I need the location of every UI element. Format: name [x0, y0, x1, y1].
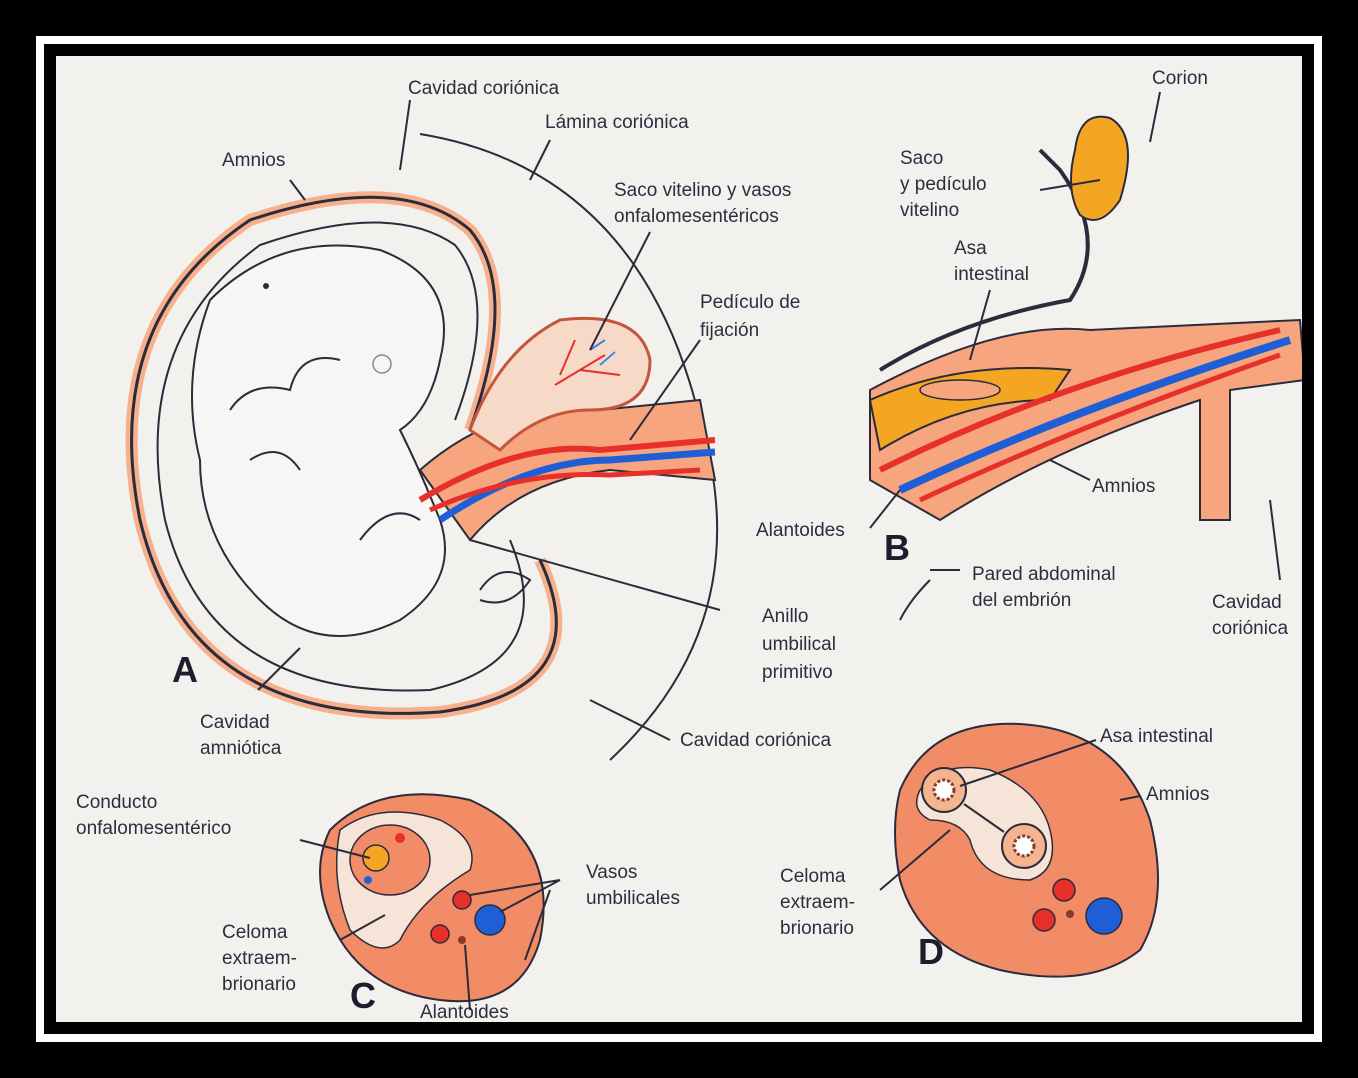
label-amnios-d: Amnios	[1146, 784, 1209, 805]
leader-cavidad-amniotica	[258, 648, 300, 690]
umbilical-cord-diagram: A Cavidad coriónica Lámina coriónica Amn…	[56, 56, 1302, 1022]
label-saco-vitelino-2: onfalomesentéricos	[614, 206, 779, 227]
label-pared-1: Pared abdominal	[972, 564, 1116, 585]
label-celoma-c-1: Celoma	[222, 922, 288, 943]
label-celoma-c-3: brionario	[222, 974, 296, 995]
intestinal-lumen-b	[920, 380, 1000, 400]
yolk-sac-b	[1071, 117, 1128, 220]
vitelline-duct-c	[350, 825, 430, 895]
label-anillo-1: Anillo	[762, 606, 808, 627]
label-amnios-a: Amnios	[222, 150, 285, 171]
leader-corion	[1150, 92, 1160, 142]
label-cavidad-corionica-bottom: Cavidad coriónica	[680, 730, 831, 751]
label-anillo-3: primitivo	[762, 662, 833, 683]
label-cavidad-amniotica-1: Cavidad	[200, 712, 270, 733]
panel-a-letter: A	[172, 649, 198, 690]
umbilical-artery-c1	[453, 891, 471, 909]
label-lamina-corionica: Lámina coriónica	[545, 112, 689, 133]
umbilical-artery-d2	[1033, 909, 1055, 931]
label-saco-b-2: y pedículo	[900, 174, 987, 195]
leader-cavidad-corionica	[400, 100, 410, 170]
label-alantoides-b: Alantoides	[756, 520, 845, 541]
leader-amnios-b	[1050, 460, 1090, 480]
label-amnios-b: Amnios	[1092, 476, 1155, 497]
diagram-canvas: A Cavidad coriónica Lámina coriónica Amn…	[56, 56, 1302, 1022]
label-asa-d: Asa intestinal	[1100, 726, 1213, 747]
label-conducto-2: onfalomesentérico	[76, 818, 231, 839]
label-saco-b-3: vitelino	[900, 200, 959, 221]
label-anillo-2: umbilical	[762, 634, 836, 655]
umbilical-artery-c2	[431, 925, 449, 943]
label-vasos-2: umbilicales	[586, 888, 680, 909]
label-cav-cor-b-2: coriónica	[1212, 618, 1288, 639]
leader-alantoides-b	[870, 490, 900, 528]
leader-cav-cor-b	[1270, 500, 1280, 580]
vitelline-vein-c	[364, 876, 372, 884]
label-cavidad-corionica-top: Cavidad coriónica	[408, 78, 559, 99]
label-saco-b-1: Saco	[900, 148, 943, 169]
intestinal-lumen-d2	[1014, 836, 1034, 856]
label-cav-cor-b-1: Cavidad	[1212, 592, 1282, 613]
label-asa-b-1: Asa	[954, 238, 987, 259]
embryo-eye	[263, 283, 269, 289]
panel-b-letter: B	[884, 527, 910, 568]
allantois-c	[458, 936, 466, 944]
panel-d-letter: D	[918, 931, 944, 972]
umbilical-vein-c	[475, 905, 505, 935]
vitelline-artery-c	[395, 833, 405, 843]
label-cavidad-amniotica-2: amniótica	[200, 738, 282, 759]
intestinal-lumen-d1	[934, 780, 954, 800]
panel-c-letter: C	[350, 975, 376, 1016]
label-vasos-1: Vasos	[586, 862, 637, 883]
label-celoma-d-3: brionario	[780, 918, 854, 939]
label-conducto-1: Conducto	[76, 792, 157, 813]
label-celoma-d-2: extraem-	[780, 892, 855, 913]
leader-amnios-a	[290, 180, 305, 200]
label-asa-b-2: intestinal	[954, 264, 1029, 285]
leader-pared	[900, 570, 960, 620]
label-pared-2: del embrión	[972, 590, 1071, 611]
umbilical-vein-d	[1086, 898, 1122, 934]
allantois-d	[1066, 910, 1074, 918]
umbilical-artery-d1	[1053, 879, 1075, 901]
label-pediculo-1: Pedículo de	[700, 292, 800, 313]
label-alantoides-c: Alantoides	[420, 1002, 509, 1022]
label-pediculo-2: fijación	[700, 320, 759, 341]
label-celoma-c-2: extraem-	[222, 948, 297, 969]
label-celoma-d-1: Celoma	[780, 866, 846, 887]
embryo-body	[192, 246, 445, 636]
label-corion: Corion	[1152, 68, 1208, 89]
leader-lamina	[530, 140, 550, 180]
label-saco-vitelino-1: Saco vitelino y vasos	[614, 180, 791, 201]
